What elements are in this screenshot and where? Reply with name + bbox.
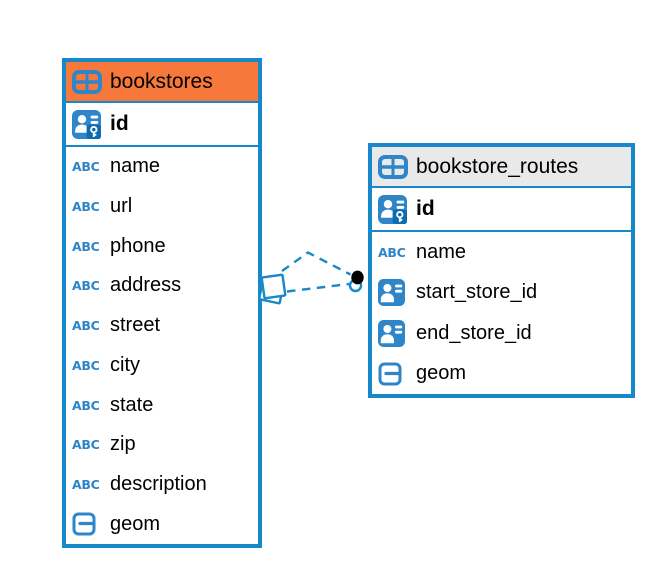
primary-key-icon [378, 195, 408, 224]
field-row[interactable]: ABC street [66, 306, 258, 346]
field-label: phone [110, 234, 166, 257]
field-row[interactable]: start_store_id [372, 273, 631, 314]
field-row[interactable]: ABC phone [66, 226, 258, 266]
relationship-line-end[interactable] [286, 282, 350, 293]
geometry-type-icon [72, 512, 102, 536]
field-label: state [110, 393, 154, 416]
text-type-icon: ABC [72, 397, 100, 413]
text-type-icon: ABC [72, 199, 100, 215]
field-row[interactable]: geom [372, 354, 631, 395]
text-type-icon: ABC [72, 318, 100, 334]
relationship-connector[interactable] [258, 251, 364, 305]
table-icon [378, 155, 408, 179]
field-label: description [110, 472, 207, 495]
text-type-icon: ABC [72, 437, 100, 453]
field-row[interactable]: end_store_id [372, 313, 631, 354]
relationship-target-dot-marker[interactable] [348, 270, 364, 293]
field-row[interactable]: ABC address [66, 266, 258, 306]
table-header-bookstore-routes[interactable]: bookstore_routes [372, 147, 631, 188]
text-type-icon: ABC [72, 278, 100, 294]
field-row[interactable]: ABC description [66, 465, 258, 505]
text-type-icon: ABC [72, 476, 100, 492]
field-row[interactable]: ABC zip [66, 425, 258, 465]
text-type-icon: ABC [72, 159, 100, 175]
field-label: geom [416, 362, 467, 385]
text-type-icon: ABC [72, 238, 100, 254]
table-title: bookstore_routes [416, 155, 579, 178]
field-row[interactable]: ABC url [66, 187, 258, 227]
field-label: address [110, 274, 182, 297]
field-row-pk[interactable]: id [66, 103, 258, 147]
entity-table-bookstore-routes[interactable]: bookstore_routes id ABC name start_store… [368, 143, 635, 398]
field-label: id [110, 112, 129, 135]
primary-key-icon [72, 110, 102, 139]
field-label: street [110, 314, 161, 337]
table-icon [72, 70, 102, 94]
field-label: url [110, 195, 133, 218]
field-row-pk[interactable]: id [372, 188, 631, 232]
field-row[interactable]: ABC city [66, 346, 258, 386]
field-label: zip [110, 433, 136, 456]
table-header-bookstores[interactable]: bookstores [66, 62, 258, 103]
field-row[interactable]: ABC name [372, 232, 631, 273]
field-label: id [416, 197, 435, 220]
field-label: start_store_id [416, 281, 538, 304]
relationship-source-diamond-marker[interactable] [258, 273, 287, 305]
field-label: geom [110, 512, 161, 535]
foreign-key-icon [378, 320, 408, 347]
field-label: end_store_id [416, 321, 532, 344]
foreign-key-icon [378, 279, 408, 306]
relationship-line-start[interactable] [281, 251, 352, 276]
field-row[interactable]: ABC state [66, 385, 258, 425]
text-type-icon: ABC [72, 357, 100, 373]
table-title: bookstores [110, 70, 213, 93]
field-label: city [110, 353, 140, 376]
field-label: name [416, 240, 467, 263]
geometry-type-icon [378, 362, 408, 386]
field-row[interactable]: ABC name [66, 147, 258, 187]
text-type-icon: ABC [378, 244, 406, 260]
field-label: name [110, 155, 161, 178]
entity-table-bookstores[interactable]: bookstores id ABC name ABC url ABC phone… [62, 58, 262, 548]
field-row[interactable]: geom [66, 504, 258, 544]
